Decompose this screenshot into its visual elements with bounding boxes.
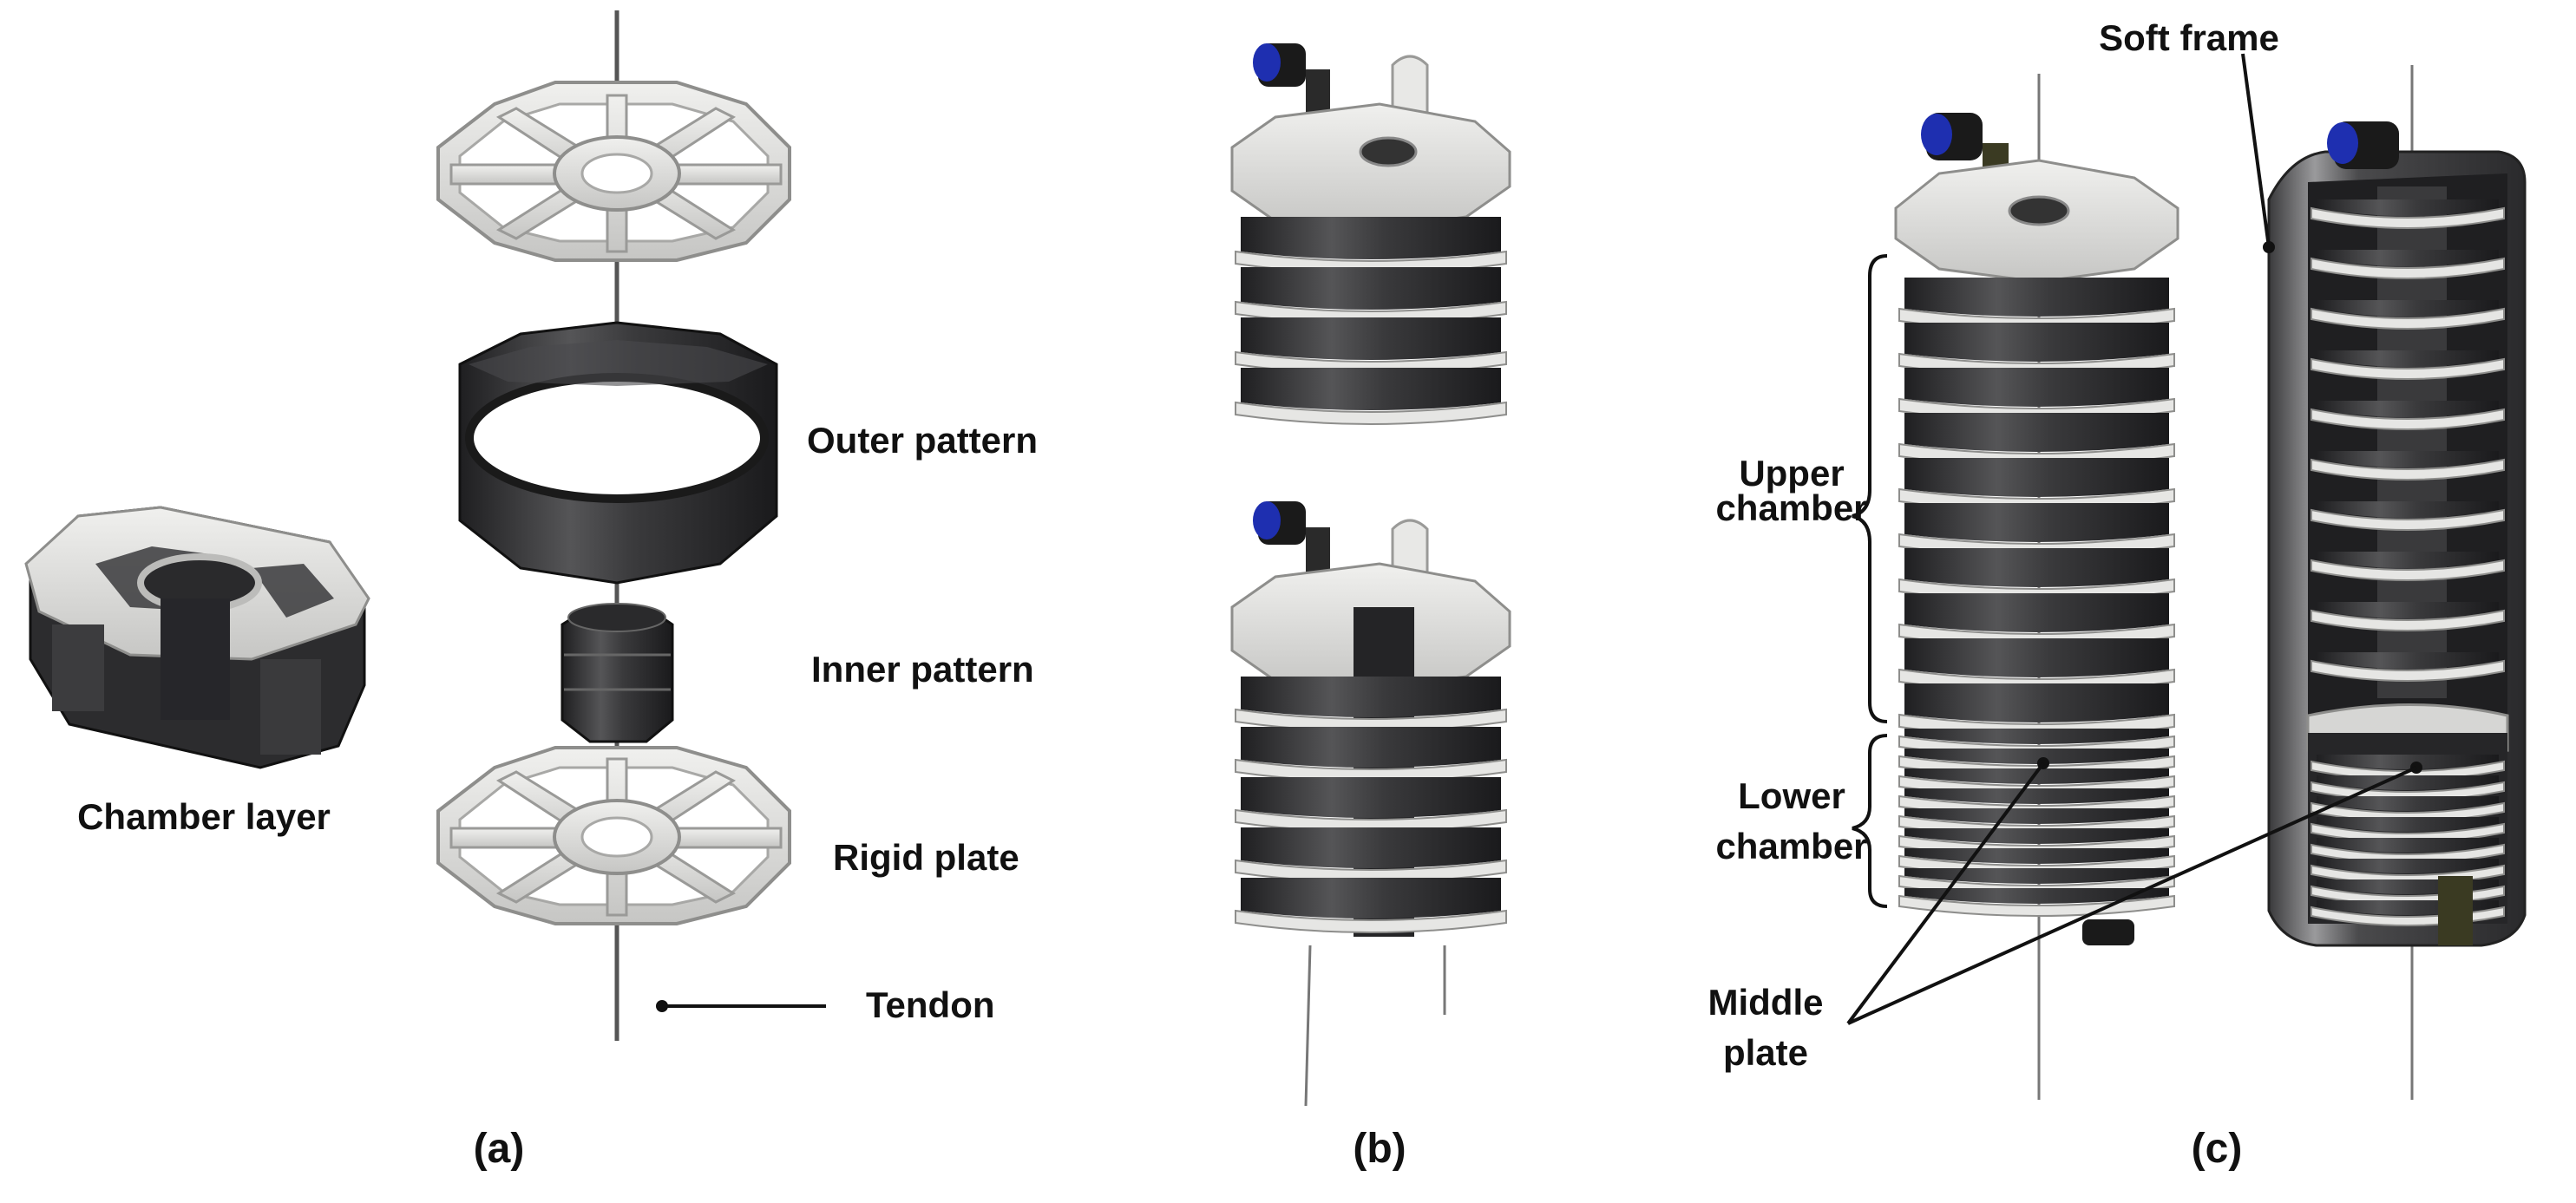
label-soft-frame: Soft frame xyxy=(2099,17,2279,58)
label-lower-chamber-2: chamber xyxy=(1715,826,1867,866)
full-lower-rubber-2 xyxy=(1904,768,2169,784)
full-upper-rubber-3 xyxy=(1904,413,2169,452)
frame-lower-rubber-0 xyxy=(2317,755,2499,769)
full-lower-plate-8 xyxy=(1898,894,2175,917)
lower-stack-rubber-3 xyxy=(1241,827,1501,868)
panel-label-b: (b) xyxy=(1353,1126,1406,1172)
full-lower-rubber-1 xyxy=(1904,749,2169,764)
assembled-actuator-top xyxy=(1230,43,1511,425)
panel-label-c: (c) xyxy=(2192,1126,2243,1172)
panel-c: Soft frame Upper chamber Lower chamber M… xyxy=(1708,17,2527,1172)
label-outer-pattern: Outer pattern xyxy=(807,420,1038,461)
middle-plate-pointer-1 xyxy=(1846,762,2045,1025)
upper-stack-rubber-0 xyxy=(1241,217,1501,259)
full-lower-rubber-5 xyxy=(1904,828,2169,844)
panel-label-a: (a) xyxy=(474,1126,525,1172)
frame-upper-rubber-6 xyxy=(2317,501,2499,518)
sectioned-actuator-bottom xyxy=(1230,501,1511,1107)
lower-stack-rubber-4 xyxy=(1241,878,1501,919)
frame-lower-rubber-3 xyxy=(2317,817,2499,832)
chamber-layer-illustration xyxy=(24,506,370,769)
middle-plate-pointer-2 xyxy=(1847,766,2417,1025)
full-lower-rubber-8 xyxy=(1904,888,2169,904)
lower-chamber-bracket xyxy=(1852,734,1888,908)
full-lower-rubber-7 xyxy=(1904,868,2169,884)
frame-upper-plate-5 xyxy=(2311,458,2505,481)
upper-chamber-bracket xyxy=(1852,254,1888,723)
full-upper-rubber-4 xyxy=(1904,458,2169,497)
frame-upper-rubber-8 xyxy=(2317,602,2499,618)
label-middle-plate-2: plate xyxy=(1723,1032,1808,1073)
inner-pattern xyxy=(560,603,674,743)
frame-upper-plate-2 xyxy=(2311,307,2505,330)
full-upper-rubber-6 xyxy=(1904,548,2169,587)
bottom-rigid-plate xyxy=(436,746,791,925)
label-chamber-layer: Chamber layer xyxy=(77,796,331,837)
soft-frame-pointer-line xyxy=(2241,53,2271,248)
top-rigid-plate xyxy=(436,81,791,262)
frame-upper-plate-9 xyxy=(2311,659,2505,682)
full-lower-rubber-4 xyxy=(1904,808,2169,824)
full-actuator-layers xyxy=(1898,278,2175,917)
lower-stack-plate-4 xyxy=(1235,909,1507,933)
upper-stack-plate-3 xyxy=(1235,401,1507,425)
full-upper-rubber-9 xyxy=(1904,683,2169,722)
label-upper-chamber-1: Upper xyxy=(1739,453,1844,494)
full-upper-rubber-1 xyxy=(1904,323,2169,362)
full-upper-rubber-5 xyxy=(1904,503,2169,542)
frame-lower-rubber-5 xyxy=(2317,859,2499,873)
framed-actuator-layers xyxy=(2311,199,2505,682)
full-lower-rubber-0 xyxy=(1904,729,2169,744)
full-lower-rubber-3 xyxy=(1904,788,2169,804)
label-upper-chamber-2: chamber xyxy=(1715,487,1867,528)
frame-upper-plate-4 xyxy=(2311,408,2505,430)
frame-upper-plate-1 xyxy=(2311,257,2505,279)
lower-stack-rubber-1 xyxy=(1241,727,1501,768)
full-upper-rubber-8 xyxy=(1904,638,2169,677)
panel-b: (b) xyxy=(1230,43,1511,1172)
frame-upper-plate-7 xyxy=(2311,559,2505,581)
upper-stack-rubber-3 xyxy=(1241,368,1501,410)
frame-upper-rubber-2 xyxy=(2317,300,2499,317)
full-upper-rubber-0 xyxy=(1904,278,2169,317)
frame-upper-rubber-5 xyxy=(2317,451,2499,467)
framed-lower-layers xyxy=(2311,755,2505,926)
lower-stack-rubber-2 xyxy=(1241,777,1501,818)
label-inner-pattern: Inner pattern xyxy=(811,649,1034,690)
upper-stack-rubber-1 xyxy=(1241,267,1501,310)
lower-stack-layers xyxy=(1235,677,1507,933)
soft-frame-pointer-dot xyxy=(2263,241,2275,253)
upper-stack-layers xyxy=(1235,217,1507,425)
frame-lower-rubber-2 xyxy=(2317,796,2499,811)
label-lower-chamber-1: Lower xyxy=(1738,775,1845,816)
full-actuator xyxy=(1894,113,2179,945)
frame-lower-rubber-1 xyxy=(2317,775,2499,790)
frame-upper-plate-8 xyxy=(2311,609,2505,631)
frame-upper-rubber-0 xyxy=(2317,199,2499,216)
frame-upper-plate-3 xyxy=(2311,357,2505,380)
framed-actuator xyxy=(2267,121,2527,947)
frame-lower-rubber-4 xyxy=(2317,838,2499,853)
label-middle-plate-1: Middle xyxy=(1708,982,1824,1023)
frame-upper-plate-6 xyxy=(2311,508,2505,531)
full-upper-rubber-2 xyxy=(1904,368,2169,407)
frame-upper-rubber-4 xyxy=(2317,401,2499,417)
full-upper-rubber-7 xyxy=(1904,593,2169,632)
frame-upper-rubber-1 xyxy=(2317,250,2499,266)
lower-stack-rubber-0 xyxy=(1241,677,1501,717)
panel-a: Chamber layer Outer pattern xyxy=(24,10,1038,1172)
frame-upper-rubber-9 xyxy=(2317,652,2499,669)
label-tendon: Tendon xyxy=(866,984,995,1025)
outer-pattern xyxy=(458,321,778,585)
frame-upper-plate-0 xyxy=(2311,206,2505,229)
label-rigid-plate: Rigid plate xyxy=(833,837,1019,878)
frame-upper-rubber-7 xyxy=(2317,552,2499,568)
frame-upper-rubber-3 xyxy=(2317,350,2499,367)
upper-stack-rubber-2 xyxy=(1241,317,1501,360)
